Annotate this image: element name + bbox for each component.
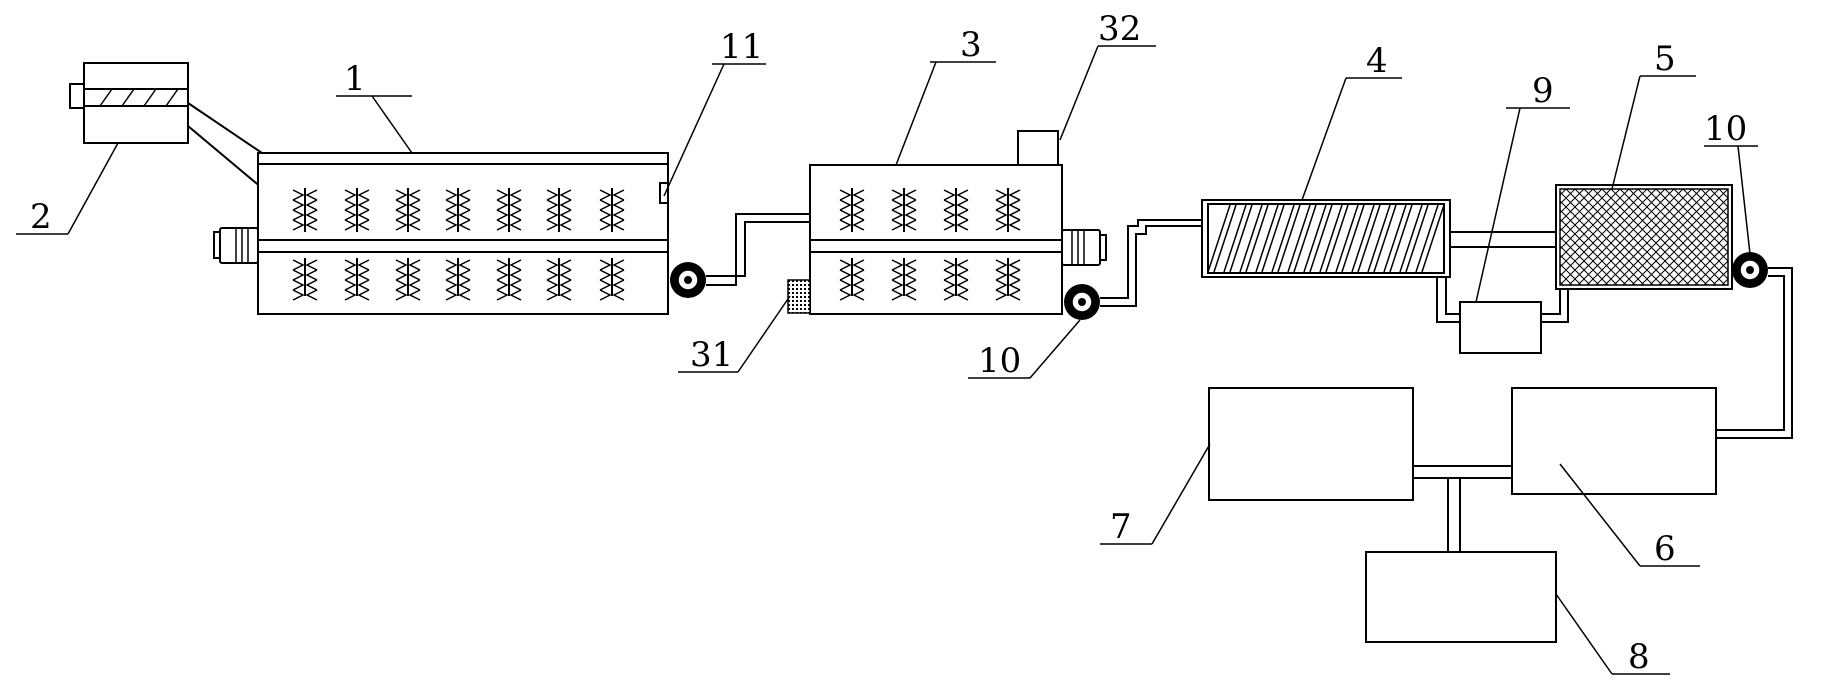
label-11: 11 (720, 27, 763, 67)
transfer-pump-10a (1064, 284, 1100, 320)
transfer-pump-1 (670, 262, 706, 298)
drive-motor-1 (213, 227, 259, 264)
label-6: 6 (1654, 529, 1676, 569)
agitator-paddle (395, 188, 421, 301)
feeder-hopper (69, 62, 263, 189)
label-7: 7 (1110, 507, 1132, 547)
agitator-paddle (891, 188, 917, 301)
drive-motor-3 (1061, 229, 1107, 266)
agitator-paddle (546, 188, 572, 301)
label-10-a: 10 (978, 341, 1021, 381)
agitator-paddle (445, 188, 471, 301)
filter-31 (787, 279, 811, 314)
label-10-b: 10 (1704, 109, 1747, 149)
unit-7-box (1208, 387, 1414, 501)
chamber-5 (1555, 184, 1733, 290)
agitator-paddle (995, 188, 1021, 301)
agitator-paddle (344, 188, 370, 301)
label-3: 3 (960, 25, 982, 65)
mixing-tank-1 (257, 152, 669, 315)
outlet-32 (1017, 130, 1059, 166)
label-2: 2 (30, 197, 52, 237)
label-9: 9 (1532, 71, 1554, 111)
label-1: 1 (344, 59, 366, 99)
label-4: 4 (1366, 41, 1388, 81)
leader-lines (16, 45, 1758, 675)
mixing-tank-3 (787, 130, 1063, 315)
agitator-paddle (292, 188, 318, 301)
label-5: 5 (1654, 39, 1676, 79)
unit-6-box (1511, 387, 1717, 495)
transfer-pump-10b (1732, 252, 1768, 288)
agitator-paddles (292, 188, 625, 301)
label-31: 31 (690, 335, 733, 375)
screw-conveyor-4 (1201, 199, 1451, 278)
agitator-paddle (599, 188, 625, 301)
unit-9-box (1459, 301, 1542, 354)
agitator-paddle (943, 188, 969, 301)
sensor-11 (659, 182, 669, 204)
label-32: 32 (1098, 9, 1141, 49)
unit-8-box (1365, 551, 1557, 643)
agitator-paddle (496, 188, 522, 301)
agitator-paddles (839, 188, 1021, 301)
agitator-paddle (839, 188, 865, 301)
label-8: 8 (1628, 637, 1650, 677)
